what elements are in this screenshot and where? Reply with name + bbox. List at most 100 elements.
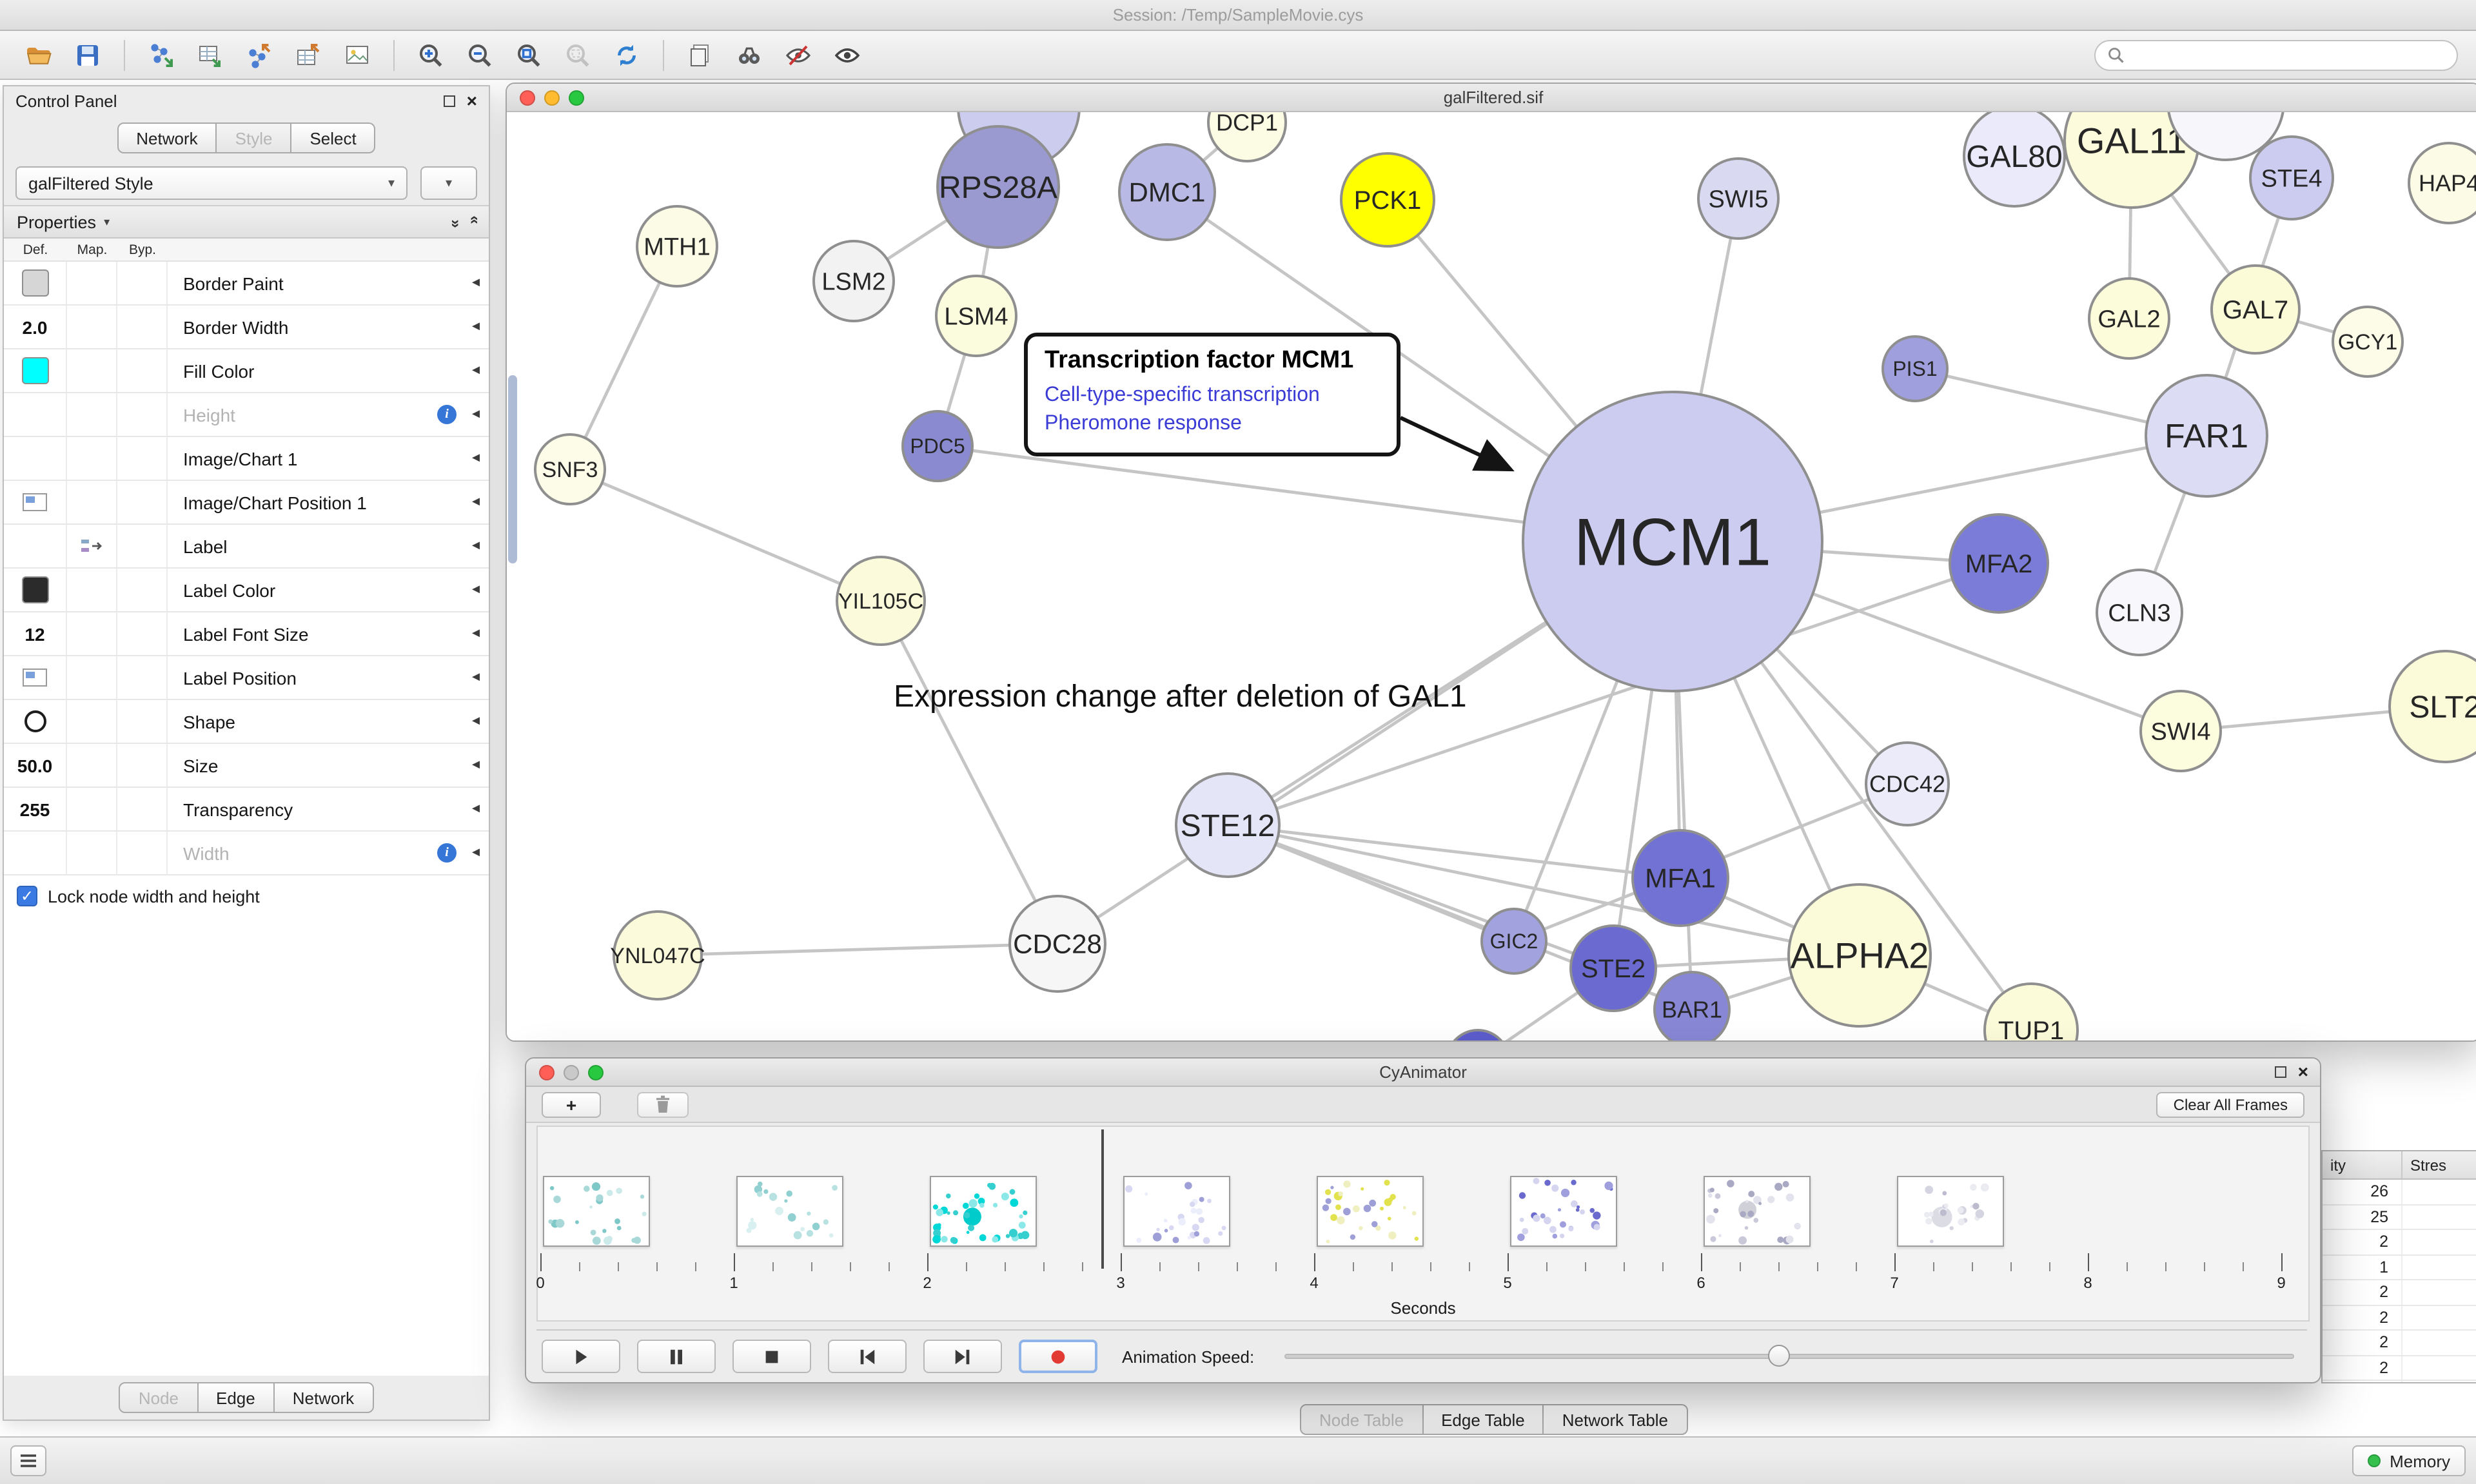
play-button[interactable] (542, 1340, 620, 1373)
network-node-slt2[interactable]: SLT2 (2388, 650, 2476, 763)
playhead[interactable] (1101, 1129, 1103, 1269)
collapse-all-icon[interactable]: » (464, 219, 483, 224)
frame-thumbnail-0[interactable] (543, 1176, 650, 1247)
network-node-mfa1[interactable]: MFA1 (1631, 829, 1729, 927)
export-table-icon[interactable] (288, 37, 329, 73)
tab-select[interactable]: Select (291, 122, 376, 153)
mapping-cell[interactable] (67, 744, 117, 786)
tab-network[interactable]: Network (117, 122, 217, 153)
expand-arrow-icon[interactable]: ◄ (469, 846, 482, 860)
mapping-cell[interactable] (67, 569, 117, 611)
bypass-cell[interactable] (117, 437, 168, 480)
default-value-image-chart-1[interactable] (4, 437, 67, 480)
style-selector[interactable]: galFiltered Style ▾ (15, 166, 408, 200)
network-window-titlebar[interactable]: galFiltered.sif (507, 84, 2476, 112)
bypass-cell[interactable] (117, 349, 168, 392)
network-edge[interactable] (1227, 823, 1681, 880)
network-node-snf3[interactable]: SNF3 (534, 433, 606, 505)
show-all-icon[interactable] (827, 37, 868, 73)
stop-button[interactable] (732, 1340, 811, 1373)
network-node-ynl047c[interactable]: YNL047C (610, 910, 705, 1001)
frame-thumbnail-3[interactable] (1123, 1176, 1230, 1247)
column-header[interactable]: ity (2323, 1151, 2402, 1178)
default-value-fill-color[interactable] (4, 349, 67, 392)
network-node-gic2[interactable]: GIC2 (1480, 908, 1548, 975)
clear-all-frames-button[interactable]: Clear All Frames (2156, 1091, 2304, 1117)
table-row[interactable]: 2 (2323, 1305, 2476, 1331)
cyanimator-titlebar[interactable]: CyAnimator × (526, 1059, 2320, 1087)
network-edge[interactable] (569, 467, 881, 603)
status-menu-button[interactable] (10, 1445, 46, 1476)
float-window-icon[interactable] (2274, 1066, 2286, 1077)
network-node-alpha2[interactable]: ALPHA2 (1787, 883, 1932, 1028)
mapping-cell[interactable] (67, 306, 117, 348)
mapping-cell[interactable] (67, 700, 117, 743)
caption-annotation[interactable]: Expression change after deletion of GAL1 (894, 679, 1467, 714)
table-row[interactable]: 2 (2323, 1356, 2476, 1381)
network-node-swi4[interactable]: SWI4 (2139, 690, 2222, 772)
default-value-border-width[interactable]: 2.0 (4, 306, 67, 348)
zoom-out-icon[interactable] (459, 37, 500, 73)
import-table-icon[interactable] (190, 37, 231, 73)
network-node-yil105c[interactable]: YIL105C (836, 556, 926, 646)
tab-style[interactable]: Style (217, 122, 292, 153)
default-value-label[interactable] (4, 525, 67, 567)
expand-all-icon[interactable]: » (446, 219, 465, 224)
expand-arrow-icon[interactable]: ◄ (469, 451, 482, 465)
network-edge[interactable] (657, 942, 1058, 957)
close-traffic-light[interactable] (520, 90, 535, 106)
frame-thumbnail-7[interactable] (1897, 1176, 2004, 1247)
default-value-transparency[interactable]: 255 (4, 788, 67, 830)
skip-to-start-button[interactable] (828, 1340, 907, 1373)
network-node-gal11[interactable]: GAL11 (2063, 112, 2200, 209)
annotation-box[interactable]: Transcription factor MCM1 Cell-type-spec… (1024, 333, 1400, 456)
first-neighbors-icon[interactable] (729, 37, 770, 73)
network-node-swi5[interactable]: SWI5 (1697, 157, 1780, 240)
network-node-rps28a[interactable]: RPS28A (936, 125, 1060, 249)
network-edge[interactable] (879, 600, 1059, 945)
zoom-traffic-light[interactable] (588, 1065, 604, 1080)
float-window-icon[interactable] (443, 95, 455, 106)
default-value-height[interactable] (4, 393, 67, 436)
network-node-dmc1[interactable]: DMC1 (1118, 143, 1216, 241)
bypass-cell[interactable] (117, 612, 168, 655)
network-node-pis1[interactable]: PIS1 (1882, 335, 1949, 402)
property-row-border-paint[interactable]: Border Paint◄ (4, 262, 489, 306)
mapping-cell[interactable] (67, 349, 117, 392)
table-row[interactable]: 1 (2323, 1255, 2476, 1280)
network-node-gal2[interactable]: GAL2 (2088, 277, 2170, 360)
skip-to-end-button[interactable] (923, 1340, 1002, 1373)
mapping-cell[interactable] (67, 262, 117, 304)
mapping-cell[interactable] (67, 788, 117, 830)
mapping-cell[interactable] (67, 393, 117, 436)
slider-thumb[interactable] (1768, 1345, 1791, 1367)
pause-button[interactable] (637, 1340, 716, 1373)
network-node-cdc42[interactable]: CDC42 (1865, 741, 1950, 826)
search-input[interactable] (2133, 45, 2445, 64)
style-options-button[interactable]: ▾ (420, 166, 477, 200)
annotation-link[interactable]: Pheromone response (1045, 413, 1242, 435)
export-network-icon[interactable] (239, 37, 280, 73)
default-value-shape[interactable] (4, 700, 67, 743)
bypass-cell[interactable] (117, 569, 168, 611)
expand-arrow-icon[interactable]: ◄ (469, 495, 482, 509)
frame-thumbnail-5[interactable] (1510, 1176, 1617, 1247)
expand-arrow-icon[interactable]: ◄ (469, 320, 482, 334)
mapping-cell[interactable] (67, 437, 117, 480)
property-row-shape[interactable]: Shape◄ (4, 700, 489, 744)
bypass-cell[interactable] (117, 832, 168, 874)
expand-arrow-icon[interactable]: ◄ (469, 802, 482, 816)
snapshot-icon[interactable] (680, 37, 721, 73)
default-value-label-font-size[interactable]: 12 (4, 612, 67, 655)
network-node-cdc28[interactable]: CDC28 (1008, 895, 1106, 993)
annotation-link[interactable]: Cell-type-specific transcription (1045, 384, 1320, 406)
bypass-cell[interactable] (117, 393, 168, 436)
default-value-border-paint[interactable] (4, 262, 67, 304)
bypass-cell[interactable] (117, 788, 168, 830)
property-row-fill-color[interactable]: Fill Color◄ (4, 349, 489, 393)
default-value-label-color[interactable] (4, 569, 67, 611)
tab-node-table[interactable]: Node Table (1300, 1404, 1424, 1435)
frame-thumbnail-2[interactable] (930, 1176, 1037, 1247)
network-node-tup1[interactable]: TUP1 (1983, 982, 2079, 1042)
